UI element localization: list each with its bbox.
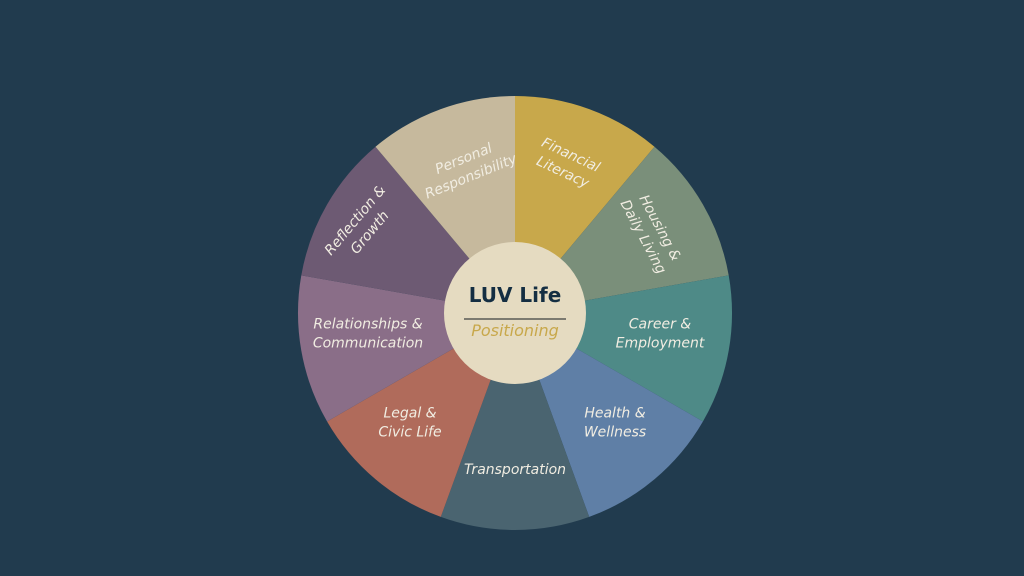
segment-label-line: Career & <box>629 317 692 333</box>
segment-label: Legal & Civic Life <box>378 406 441 441</box>
center-title: LUV Life <box>469 283 562 307</box>
center-subtitle: Positioning <box>471 321 559 340</box>
segment-label: Transportation <box>464 462 566 478</box>
segment-label-line: Transportation <box>464 462 566 478</box>
center-circle <box>444 242 586 384</box>
segment-label-line: Health & <box>584 406 645 422</box>
segment-label-line: Employment <box>616 336 705 352</box>
segment-label: Relationships & Communication <box>313 317 423 352</box>
segment-label-line: Communication <box>313 336 423 352</box>
segment-label-line: Wellness <box>584 425 646 441</box>
segment-label-line: Relationships & <box>313 317 422 333</box>
segment-label-line: Civic Life <box>378 425 441 441</box>
segment-label-line: Legal & <box>383 406 436 422</box>
segment-label: Health & Wellness <box>584 406 646 441</box>
segment-4 <box>440 313 590 530</box>
segment-label: Career & Employment <box>616 317 705 352</box>
